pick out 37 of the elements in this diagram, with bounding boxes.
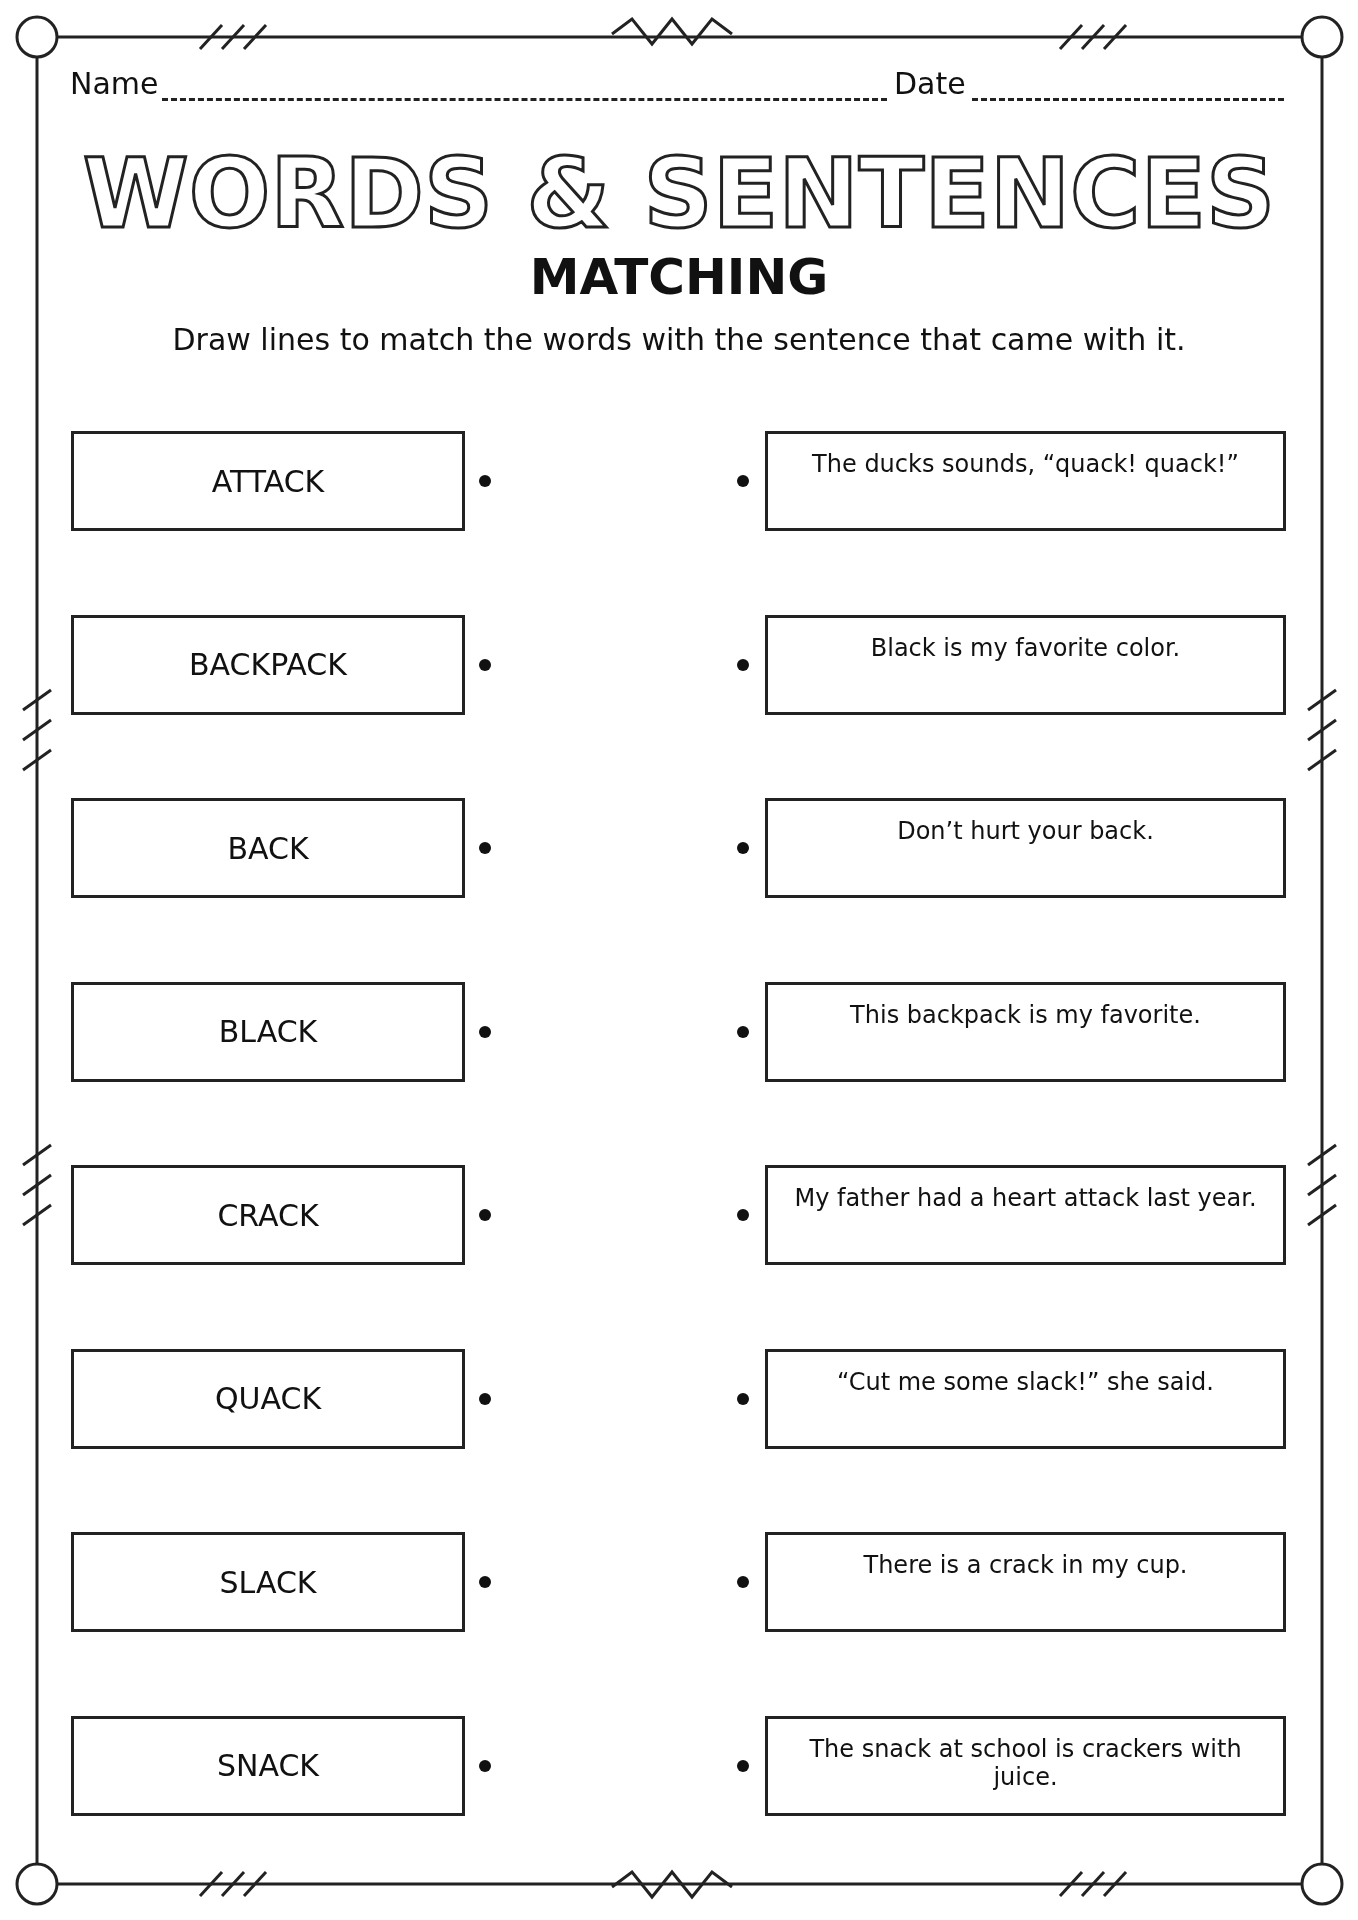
word-box xyxy=(71,1715,465,1816)
sentence-box xyxy=(765,1715,1286,1816)
sentence-text: “Cut me some slack!” she said. xyxy=(836,1367,1215,1398)
sentence-text: Don’t hurt your back. xyxy=(896,817,1155,847)
sentence-box xyxy=(765,1165,1286,1265)
sentence-box xyxy=(765,1348,1286,1449)
word-box xyxy=(71,798,465,898)
word-box xyxy=(71,1165,465,1265)
field-label: Name xyxy=(70,66,159,101)
instruction-text: Draw lines to match the words with the sentence that came with it. xyxy=(171,322,1187,357)
word-text: CRACK xyxy=(217,1197,319,1233)
word-text: BACKPACK xyxy=(189,647,347,682)
sentence-text: The ducks sounds, “quack! quack!” xyxy=(811,450,1240,480)
sentence-box xyxy=(765,1532,1286,1632)
word-text: BLACK xyxy=(218,1014,318,1049)
word-text: QUACK xyxy=(214,1381,322,1416)
sentence-text: My father had a heart attack last year. xyxy=(793,1184,1258,1214)
sentence-text: There is a crack in my cup. xyxy=(862,1551,1189,1581)
word-box xyxy=(71,614,465,715)
sentence-box xyxy=(765,981,1286,1082)
field-label: Date xyxy=(894,66,966,101)
sentence-text: The snack at school is crackers with juice. xyxy=(808,1734,1243,1793)
subtitle: MATCHING xyxy=(528,248,830,306)
sentence-text: Black is my favorite color. xyxy=(869,633,1182,664)
word-box xyxy=(71,1348,465,1449)
sentence-box xyxy=(765,431,1286,531)
word-text: SNACK xyxy=(216,1748,320,1783)
word-box xyxy=(71,981,465,1082)
title: WORDS & SENTENCES xyxy=(81,138,1277,250)
word-text: SLACK xyxy=(219,1564,317,1600)
word-text: BACK xyxy=(227,830,309,866)
sentence-text: This backpack is my favorite. xyxy=(849,1000,1202,1031)
word-box xyxy=(71,1532,465,1632)
sentence-box xyxy=(765,614,1286,715)
sentence-box xyxy=(765,798,1286,898)
word-box xyxy=(71,431,465,531)
word-text: ATTACK xyxy=(211,463,325,499)
